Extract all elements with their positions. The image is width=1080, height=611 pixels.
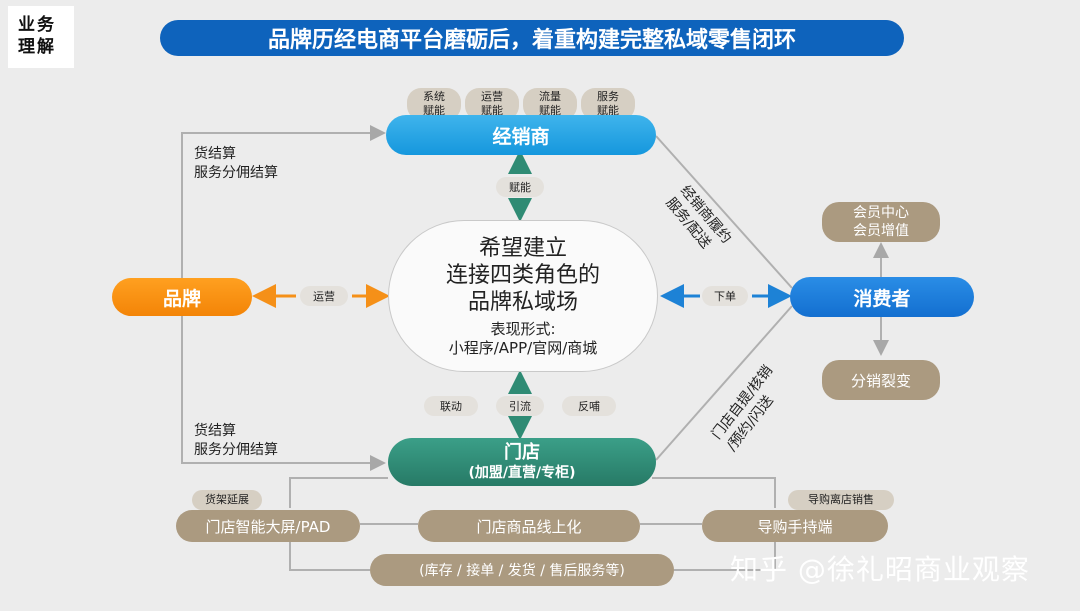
dealer-tag-operation: 运营 赋能 [465, 88, 519, 120]
hub-line4: 表现形式: [490, 319, 556, 338]
brand-node: 品牌 [112, 278, 252, 316]
store-smart-screen-node: 门店智能大屏/PAD [176, 510, 360, 542]
member-center-l2: 会员增值 [853, 223, 909, 239]
consumer-node: 消费者 [790, 277, 974, 317]
dealer-tag-system-l2: 赋能 [423, 104, 445, 117]
corner-tag: 业务 理解 [8, 6, 74, 68]
member-center-node: 会员中心 会员增值 [822, 202, 940, 242]
dealer-tag-system-l1: 系统 [423, 90, 445, 103]
settlement-top-l2: 服务分佣结算 [194, 165, 278, 181]
hub-line2: 连接四类角色的 [445, 262, 600, 288]
store-feedback-label: 反哺 [562, 396, 616, 416]
hub-line3: 品牌私域场 [467, 289, 578, 315]
corner-tag-line1: 业务 [18, 15, 56, 35]
hub-line5: 小程序/APP/官网/商城 [448, 338, 598, 357]
hub-line1: 希望建立 [478, 235, 567, 261]
dealer-tag-operation-l2: 赋能 [481, 104, 503, 117]
dealer-tag-service-l2: 赋能 [597, 104, 619, 117]
dealer-tag-operation-l1: 运营 [481, 90, 503, 103]
store-link-label: 联动 [424, 396, 478, 416]
dealer-node: 经销商 [386, 115, 656, 155]
store-operations-node: (库存 / 接单 / 发货 / 售后服务等) [370, 554, 674, 586]
private-domain-hub: 希望建立 连接四类角色的 品牌私域场 表现形式: 小程序/APP/官网/商城 [388, 220, 658, 372]
settlement-bottom: 货结算 服务分佣结算 [194, 422, 278, 460]
corner-tag-line2: 理解 [18, 37, 56, 57]
watermark: 知乎 @徐礼昭商业观察 [730, 553, 1030, 586]
dealer-tag-system: 系统 赋能 [407, 88, 461, 120]
store-online-node: 门店商品线上化 [418, 510, 640, 542]
dealer-tag-traffic-l2: 赋能 [539, 104, 561, 117]
title-banner: 品牌历经电商平台磨砺后，着重构建完整私域零售闭环 [160, 20, 904, 56]
consumer-order-label: 下单 [702, 286, 748, 306]
member-center-l1: 会员中心 [853, 205, 909, 221]
guide-offstore-tag: 导购离店销售 [788, 490, 894, 510]
shelf-extension-tag: 货架延展 [192, 490, 262, 510]
brand-operation-label: 运营 [300, 286, 348, 306]
settlement-bottom-l1: 货结算 [194, 423, 236, 439]
dealer-empower-label: 赋能 [496, 177, 544, 197]
distribution-node: 分销裂变 [822, 360, 940, 400]
store-node-label: 门店 [504, 442, 540, 463]
store-traffic-label: 引流 [496, 396, 544, 416]
dealer-tag-service-l1: 服务 [597, 90, 619, 103]
dealer-tag-traffic: 流量 赋能 [523, 88, 577, 120]
settlement-top-l1: 货结算 [194, 146, 236, 162]
settlement-bottom-l2: 服务分佣结算 [194, 442, 278, 458]
settlement-top: 货结算 服务分佣结算 [194, 145, 278, 183]
guide-handheld-node: 导购手持端 [702, 510, 888, 542]
dealer-tag-service: 服务 赋能 [581, 88, 635, 120]
store-node: 门店 (加盟/直营/专柜) [388, 438, 656, 486]
dealer-tag-traffic-l1: 流量 [539, 90, 561, 103]
store-node-sub: (加盟/直营/专柜) [468, 465, 576, 481]
